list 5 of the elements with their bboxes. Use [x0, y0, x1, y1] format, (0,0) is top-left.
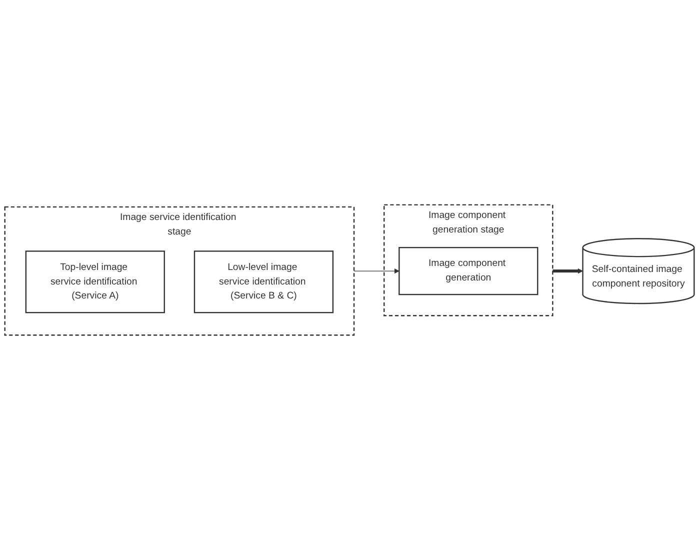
- arrow: [354, 268, 400, 274]
- node-box: Low-level image service identification (Service B & C): [194, 250, 334, 314]
- node-box: Image component generation: [398, 246, 538, 296]
- node-box: Top-level image service identification (Service A): [25, 250, 165, 314]
- arrow: [552, 268, 584, 274]
